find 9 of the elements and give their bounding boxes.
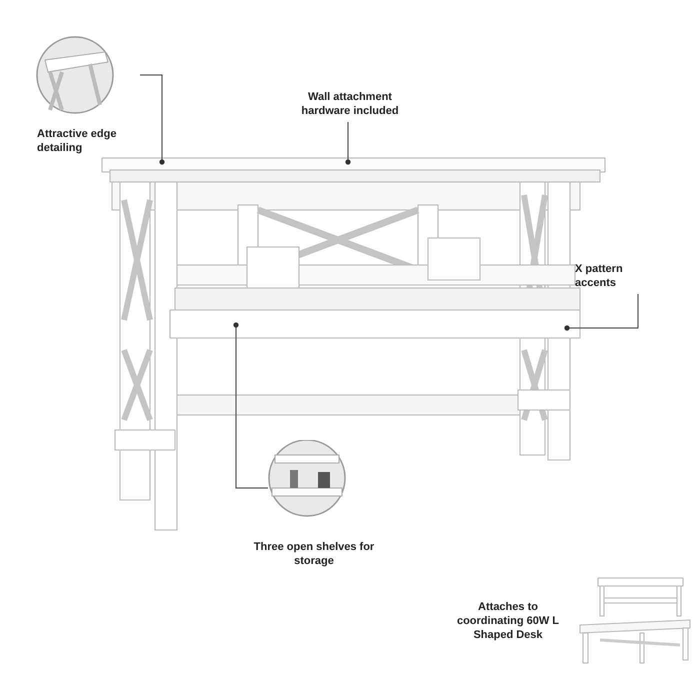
callout-text: X pattern accents (575, 262, 624, 290)
callout-text: Wall attachment hardware included (300, 90, 400, 118)
leader-line (564, 294, 638, 331)
leader-line (233, 322, 268, 488)
callout-text: Three open shelves for storage (252, 540, 376, 568)
leader-line (140, 74, 165, 165)
note-text: Attaches to coordinating 60W L Shaped Desk (456, 600, 560, 642)
callout-text: Attractive edge detailing (37, 127, 118, 155)
leader-line (345, 122, 351, 165)
